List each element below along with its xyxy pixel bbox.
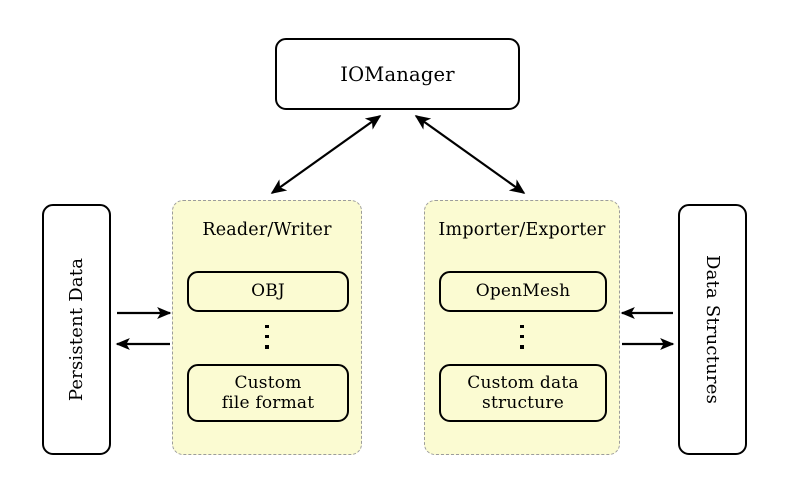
data-structures-label: Data Structures <box>702 254 724 405</box>
data-structures-box[interactable]: Data Structures <box>678 204 747 455</box>
iomanager-box[interactable]: IOManager <box>275 38 520 110</box>
custom-file-format-line2: file format <box>221 393 315 413</box>
custom-file-format-line1: Custom <box>234 372 302 393</box>
importer-exporter-title: Importer/Exporter <box>438 220 606 240</box>
importer-exporter-item-custom-data-structure[interactable]: Custom data structure <box>439 364 607 422</box>
reader-writer-item-obj[interactable]: OBJ <box>187 271 349 312</box>
persistent-data-box[interactable]: Persistent Data <box>42 204 111 455</box>
importer-exporter-ellipsis-icon <box>425 325 619 349</box>
openmesh-label: OpenMesh <box>475 281 571 302</box>
persistent-data-label: Persistent Data <box>66 257 88 402</box>
iomanager-label: IOManager <box>340 62 455 86</box>
custom-data-structure-line1: Custom data <box>467 372 579 393</box>
custom-file-format-label: Custom file format <box>222 373 315 413</box>
importer-exporter-group[interactable]: Importer/Exporter OpenMesh Custom data s… <box>424 200 620 455</box>
custom-data-structure-label: Custom data structure <box>467 373 578 413</box>
reader-writer-title: Reader/Writer <box>202 220 332 240</box>
connector-manager-readerwriter <box>270 115 382 194</box>
reader-writer-item-custom-file-format[interactable]: Custom file format <box>187 364 349 422</box>
reader-writer-group[interactable]: Reader/Writer OBJ Custom file format <box>172 200 362 455</box>
importer-exporter-item-openmesh[interactable]: OpenMesh <box>439 271 607 312</box>
obj-label: OBJ <box>251 281 285 302</box>
reader-writer-ellipsis-icon <box>173 325 361 349</box>
connector-manager-importerexporter <box>414 115 526 194</box>
custom-data-structure-line2: structure <box>482 393 564 413</box>
